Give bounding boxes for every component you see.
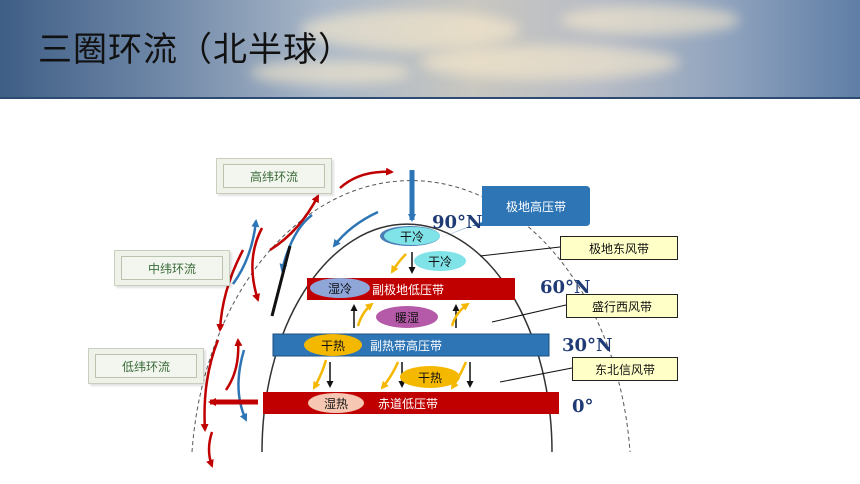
low-cell-mid-arrow <box>224 338 243 391</box>
air-dry-cold-top: 干冷 <box>384 227 440 245</box>
header-divider <box>0 97 860 99</box>
header-banner <box>0 0 860 98</box>
latitude-30: 30°N <box>562 335 613 356</box>
mid-cell-inner-arrow <box>251 227 264 302</box>
trade-wind-arrow-b <box>380 361 400 390</box>
air-wet-hot: 湿热 <box>308 393 364 413</box>
high-cell-upper-arrow <box>339 167 394 189</box>
mid-cell-top-arrow <box>269 194 320 252</box>
low-cell-inner-arrow <box>237 349 248 422</box>
high-cell-lower-arrow <box>332 210 379 248</box>
tag-low-latitude-cell: 低纬环流 <box>88 348 204 384</box>
equator-down-arrow <box>206 431 214 468</box>
trade-wind-arrow-a <box>312 359 328 390</box>
tag-mid-latitude-cell: 中纬环流 <box>114 250 230 286</box>
tag-mid-latitude-label: 中纬环流 <box>121 256 223 280</box>
callout-box <box>482 186 590 226</box>
wind-box-trade-winds: 东北信风带 <box>572 357 678 381</box>
wind-box-polar-easterlies: 极地东风带 <box>560 236 678 260</box>
air-warm-wet: 暖湿 <box>376 306 438 328</box>
front-line <box>270 245 292 317</box>
air-dry-hot-right: 干热 <box>400 366 460 388</box>
air-wet-cold: 湿冷 <box>310 278 370 298</box>
tag-high-latitude-label: 高纬环流 <box>223 164 325 188</box>
page-title: 三圈环流（北半球） <box>38 30 353 70</box>
latitude-60: 60°N <box>540 277 591 298</box>
mid-cell-left-arrow <box>231 219 260 285</box>
callout-text: 极地高压带 <box>505 199 566 214</box>
tag-low-latitude-label: 低纬环流 <box>95 354 197 378</box>
air-dry-cold: 干冷 <box>414 251 466 271</box>
belt-label-subtropical-high: 副热带高压带 <box>370 338 443 353</box>
low-cell-top-arrow <box>216 249 245 332</box>
atmosphere-arc <box>191 180 631 453</box>
air-dry-hot-left: 干热 <box>304 334 362 356</box>
latitude-90: 90°N <box>432 212 483 233</box>
latitude-0: 0° <box>572 396 594 417</box>
belt-label-equatorial-low: 赤道低压带 <box>378 396 439 411</box>
leader-westerlies <box>491 304 567 323</box>
leader-trade-winds <box>499 367 573 383</box>
leader-polar-easterlies <box>479 246 561 257</box>
mid-cell-down-arrow <box>279 214 313 272</box>
tag-high-latitude-cell: 高纬环流 <box>216 158 332 194</box>
low-cell-outer-arrow <box>200 339 220 432</box>
westerly-arrow-b <box>450 302 470 327</box>
polar-easterly-arrow <box>390 253 407 274</box>
belt-label-subpolar-low: 副极地低压带 <box>372 282 445 297</box>
westerly-arrow-a <box>356 302 374 327</box>
wind-box-westerlies: 盛行西风带 <box>566 294 678 318</box>
